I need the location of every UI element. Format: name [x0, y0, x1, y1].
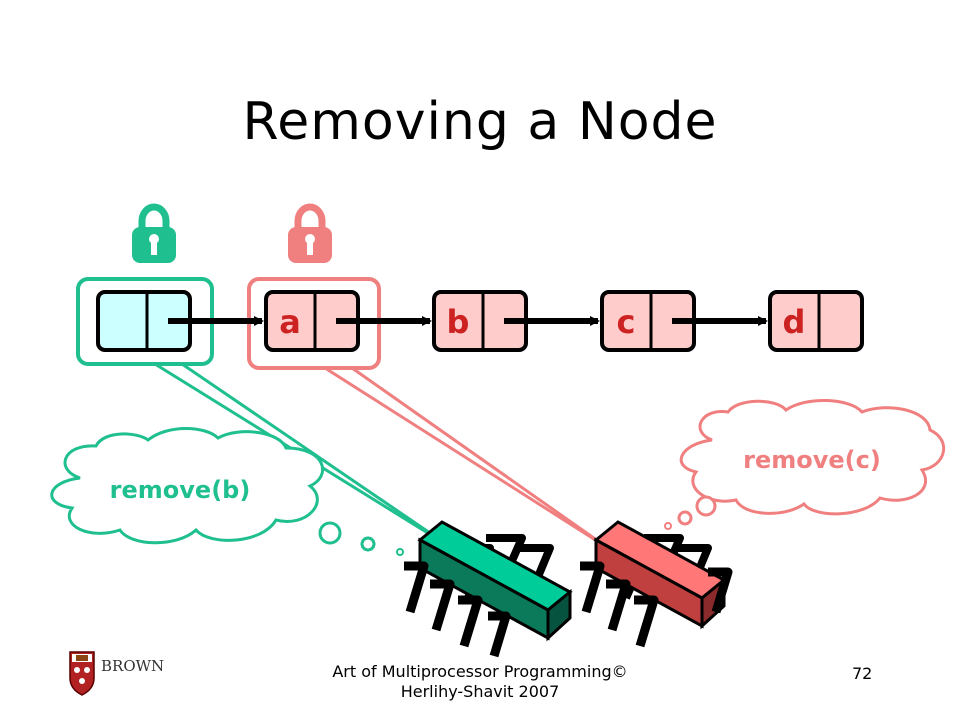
- red-tether: [324, 366, 609, 550]
- brown-logo: BROWN: [68, 648, 178, 702]
- green-thought-text: remove(b): [110, 476, 251, 504]
- brown-shield-icon: BROWN: [69, 651, 164, 696]
- node-label: a: [279, 303, 301, 341]
- node-d: d: [768, 290, 864, 352]
- page-number: 72: [852, 664, 873, 683]
- thought-bubble: [695, 495, 717, 517]
- thought-bubble: [677, 510, 693, 526]
- red-tether: [351, 366, 609, 550]
- node-label: b: [447, 303, 470, 341]
- thought-bubble: [396, 548, 404, 556]
- slide-title: Removing a Node: [242, 92, 718, 152]
- red-thought-text: remove(c): [743, 446, 881, 474]
- node-label: c: [617, 303, 636, 341]
- footer-text: Art of Multiprocessor Programming© Herli…: [332, 662, 628, 701]
- node-label: d: [783, 303, 806, 341]
- red-thread-chip: [580, 520, 733, 648]
- node-c: c: [600, 290, 696, 352]
- green-thought-cloud: remove(b): [50, 427, 325, 545]
- green-thread-chip: [404, 520, 573, 658]
- red-thought-cloud: remove(c): [679, 399, 946, 516]
- green-padlock-icon: [132, 203, 176, 263]
- thought-bubble: [318, 521, 342, 545]
- logo-text: BROWN: [101, 657, 164, 675]
- thought-bubble: [360, 536, 376, 552]
- red-padlock-icon: [288, 203, 332, 263]
- node-a: a: [264, 290, 360, 352]
- thought-bubble: [664, 522, 672, 530]
